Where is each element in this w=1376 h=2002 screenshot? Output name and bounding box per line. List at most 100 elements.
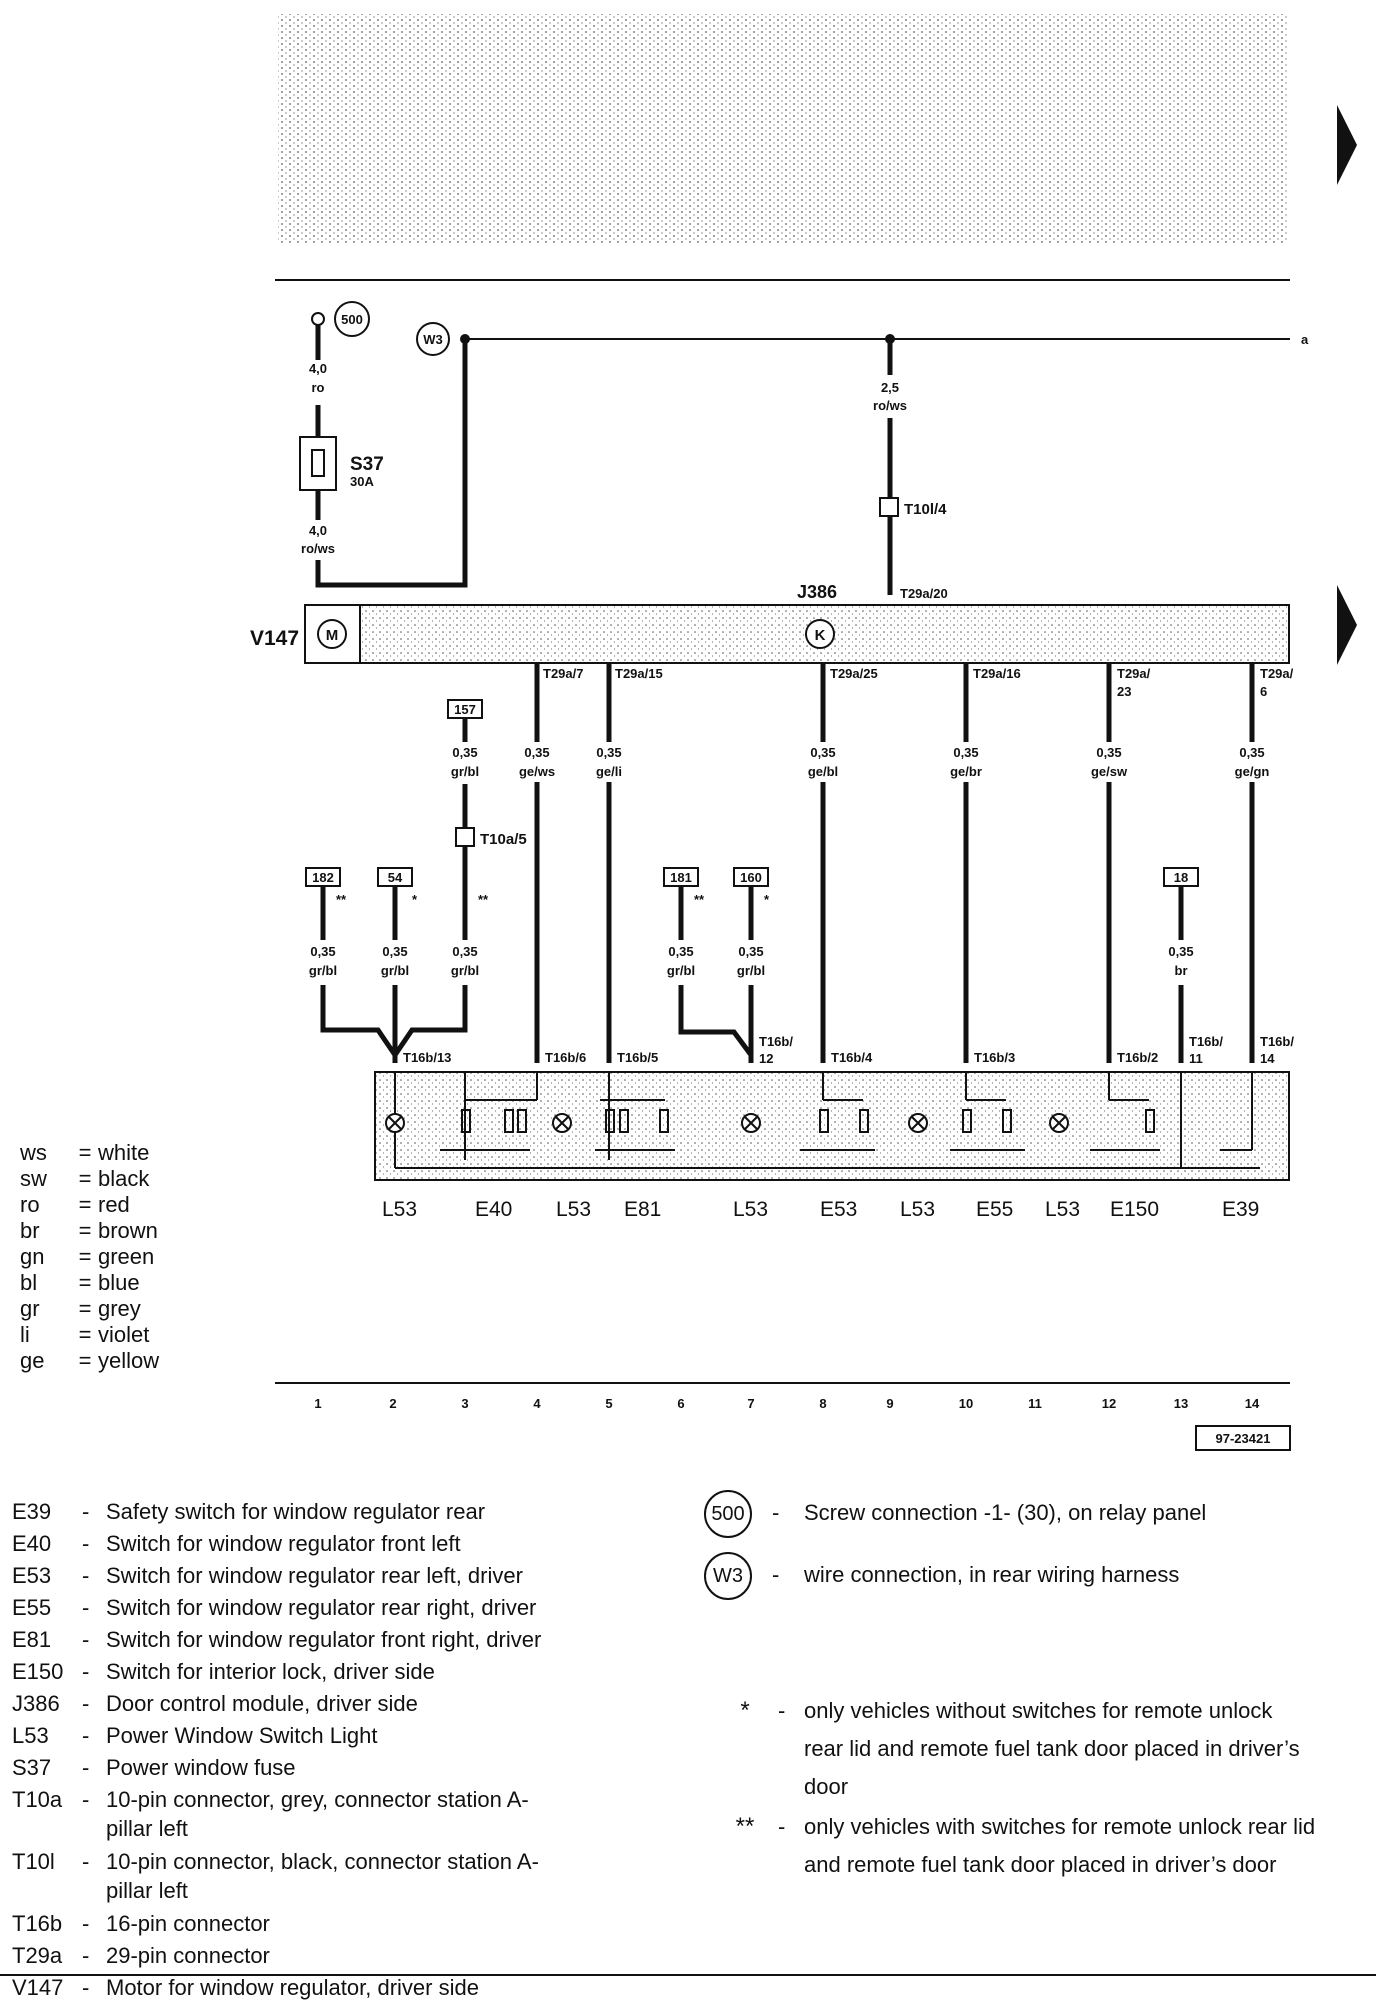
grbl-54-color: gr/bl <box>381 963 409 978</box>
description-code: E39 <box>12 1499 52 1524</box>
description-dash: - <box>82 1911 90 1936</box>
legend-name: grey <box>98 1296 141 1321</box>
legend-name: violet <box>98 1322 150 1347</box>
wire1-size: 4,0 <box>309 361 327 376</box>
motor-symbol <box>317 619 347 649</box>
continue-arrow-mid <box>1337 585 1357 665</box>
legend-equals: = <box>78 1322 92 1347</box>
description-dash: - <box>82 1659 90 1684</box>
symbol-note-text: Screw connection -1- (30), on relay pane… <box>804 1500 1207 1525</box>
description-text: Safety switch for window regulator rear <box>106 1499 486 1524</box>
track-number: 6 <box>677 1396 684 1411</box>
legend-row: li=violet <box>20 1322 149 1348</box>
track-number: 1 <box>314 1396 321 1411</box>
pin-t29a23-top: T29a/ <box>1117 666 1151 681</box>
legend-row: gr =grey <box>20 1296 141 1322</box>
description-text: Power window fuse <box>106 1755 296 1780</box>
pin-t29a23-bottom: 23 <box>1117 684 1131 699</box>
legend-row: sw =black <box>20 1166 149 1192</box>
screw-500-badge <box>334 301 370 337</box>
footnotes: *-only vehicles without switches for rem… <box>720 1692 1340 1932</box>
w3-badge <box>416 322 450 356</box>
description-dash: - <box>82 1755 90 1780</box>
wire2-color: ro/ws <box>301 541 335 556</box>
ref-160-label: 160 <box>740 870 762 885</box>
door-control-module <box>304 604 1290 664</box>
description-dash: - <box>82 1723 90 1748</box>
symbol-note-text: wire connection, in rear wiring harness <box>804 1562 1180 1587</box>
star-3: ** <box>478 892 489 907</box>
w3-label: W3 <box>423 332 443 347</box>
track-number: 13 <box>1174 1396 1188 1411</box>
wire2-size: 4,0 <box>309 523 327 538</box>
track-number: 12 <box>1102 1396 1116 1411</box>
star-2: * <box>412 892 418 907</box>
comp-l53-3: L53 <box>733 1198 768 1221</box>
screw-500-symbol: 500 <box>704 1490 752 1538</box>
pin-t29a20: T29a/20 <box>900 586 948 601</box>
legend-name: white <box>98 1140 150 1165</box>
comp-e39: E39 <box>1222 1198 1259 1221</box>
br-size: 0,35 <box>1168 944 1193 959</box>
bottom-rule <box>0 1974 1376 1976</box>
description-code: E81 <box>12 1627 52 1652</box>
track-number: 9 <box>886 1396 893 1411</box>
legend-equals: = <box>78 1296 92 1321</box>
ref-181-label: 181 <box>670 870 692 885</box>
grbl-160-color: gr/bl <box>737 963 765 978</box>
ref-157-label: 157 <box>454 702 476 717</box>
legend-name: black <box>98 1166 150 1191</box>
footnote-text: only vehicles with switches for remote u… <box>804 1814 1316 1877</box>
merge-182 <box>320 985 398 1057</box>
wire-gebr-color: ge/br <box>950 764 982 779</box>
grbl-157-color: gr/bl <box>451 963 479 978</box>
wire-gegn-color: ge/gn <box>1235 764 1270 779</box>
track-number: 4 <box>533 1396 541 1411</box>
diagram-id: 97-23421 <box>1216 1431 1271 1446</box>
star-5: * <box>764 892 770 907</box>
wire3-size: 2,5 <box>881 380 899 395</box>
switch-panel <box>374 1071 1290 1181</box>
t16b-11-top: T16b/ <box>1189 1034 1223 1049</box>
legend-code: ws <box>20 1140 47 1165</box>
t16b-2: T16b/2 <box>1117 1050 1158 1065</box>
comp-l53-1: L53 <box>382 1198 417 1221</box>
switch-panel-internals <box>385 1072 1260 1169</box>
t10l-connector-icon <box>879 497 899 517</box>
legend-equals: = <box>78 1140 92 1165</box>
symbol-note-dash: - <box>772 1562 780 1587</box>
grbl-181-color: gr/bl <box>667 963 695 978</box>
description-code: T10a <box>12 1787 63 1812</box>
pin-t29a16: T29a/16 <box>973 666 1021 681</box>
control-letter: K <box>815 627 826 644</box>
track-number: 3 <box>461 1396 468 1411</box>
legend-row: ro=red <box>20 1192 130 1218</box>
terminal-a: a <box>1301 332 1309 347</box>
legend-code: gr <box>20 1296 40 1321</box>
legend-row: ge=yellow <box>20 1348 159 1374</box>
legend-equals: = <box>78 1166 92 1191</box>
legend-name: red <box>98 1192 130 1217</box>
description-dash: - <box>82 1531 90 1556</box>
ref-18-label: 18 <box>1174 870 1188 885</box>
stippled-header-area <box>278 14 1288 244</box>
description-dash: - <box>82 1499 90 1524</box>
wire-gegn-size: 0,35 <box>1239 745 1264 760</box>
t16b-12-bottom: 12 <box>759 1051 773 1066</box>
t10l-label: T10l/4 <box>904 501 947 518</box>
t10a-label: T10a/5 <box>480 831 527 848</box>
legend-code: sw <box>20 1166 47 1191</box>
track-number: 8 <box>819 1396 826 1411</box>
legend-name: brown <box>98 1218 158 1243</box>
w3-symbol: W3 <box>704 1552 752 1600</box>
description-text: 10-pin connector, black, connector stati… <box>106 1849 539 1903</box>
t16b-12-top: T16b/ <box>759 1034 793 1049</box>
continue-arrow-top <box>1337 105 1357 185</box>
footnote-dash: - <box>778 1814 786 1839</box>
description-text: Switch for window regulator rear right, … <box>106 1595 537 1620</box>
description-dash: - <box>82 1595 90 1620</box>
pin-t29a25: T29a/25 <box>830 666 878 681</box>
motor-letter: M <box>326 627 339 644</box>
legend-code: gn <box>20 1244 45 1269</box>
track-number: 10 <box>959 1396 973 1411</box>
